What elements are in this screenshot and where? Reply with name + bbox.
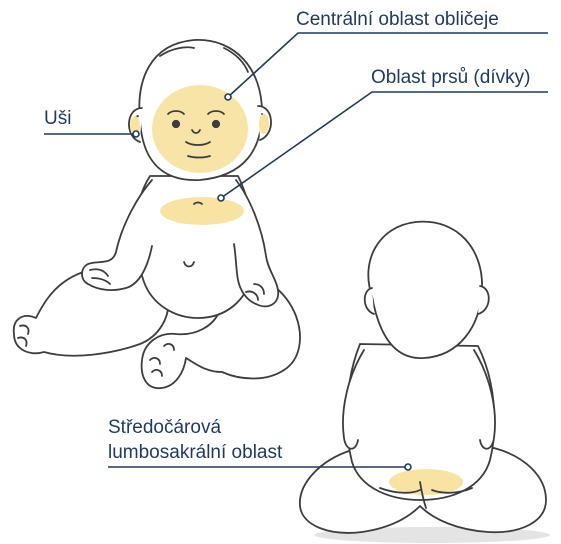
sitting-baby-back	[300, 222, 550, 543]
label-ears: Uši	[44, 107, 71, 131]
highlight-chest	[160, 197, 244, 225]
highlight-lumbosacral	[389, 469, 463, 495]
sitting-baby-front	[14, 40, 300, 388]
label-lumbosacral-line1: Středočárová	[108, 415, 282, 440]
leader-breast	[221, 92, 548, 198]
label-central-face: Centrální oblast obličeje	[296, 8, 499, 32]
label-lumbosacral-line2: lumbosakrální oblast	[108, 440, 282, 465]
baby-eye-left	[173, 121, 179, 127]
label-lumbosacral: Středočárová lumbosakrální oblast	[108, 415, 282, 465]
highlight-ear-right	[259, 114, 269, 134]
baby-left-arm	[82, 180, 152, 290]
baby-right-arm	[234, 180, 278, 306]
baby-eye-right	[213, 121, 219, 127]
highlight-face	[152, 85, 248, 173]
back-baby-head	[368, 222, 482, 358]
label-breast-area: Oblast prsů (dívky)	[371, 66, 530, 90]
